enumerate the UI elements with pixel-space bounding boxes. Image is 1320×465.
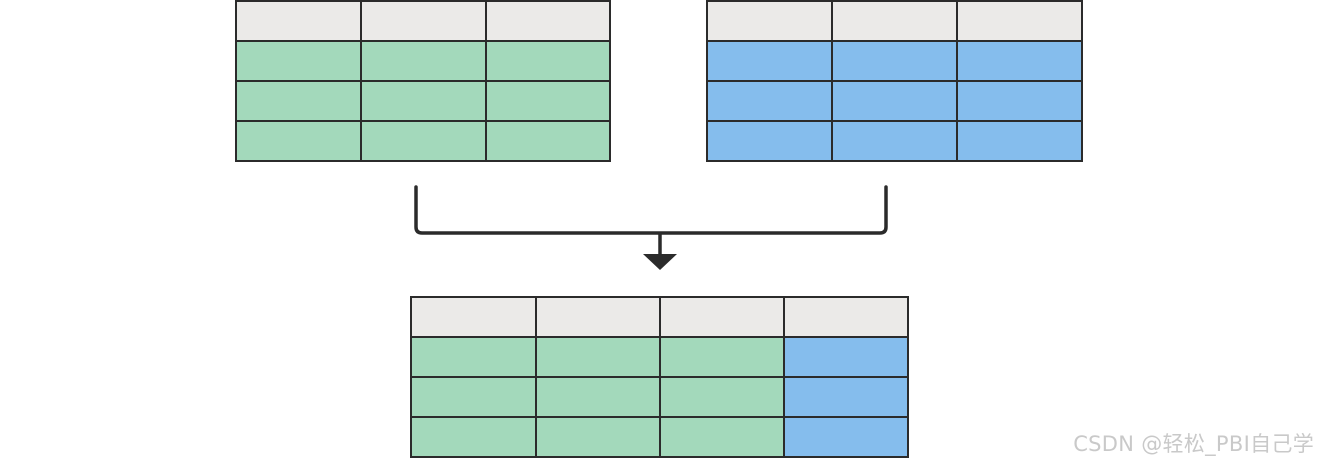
table-cell — [360, 80, 487, 122]
table-cell — [410, 336, 537, 378]
table-cell — [706, 120, 833, 162]
table-cell — [235, 40, 362, 82]
header-cell — [783, 296, 909, 338]
header-cell — [485, 0, 611, 42]
table-cell — [956, 40, 1083, 82]
header-cell — [235, 0, 362, 42]
table-cell — [783, 376, 909, 418]
table-cell — [485, 120, 611, 162]
table-cell — [535, 336, 661, 378]
table-cell — [659, 416, 785, 458]
table-cell — [706, 80, 833, 122]
table-cell — [410, 376, 537, 418]
header-cell — [956, 0, 1083, 42]
table-cell — [659, 376, 785, 418]
table-cell — [235, 120, 362, 162]
merge-connector — [414, 185, 888, 270]
table-cell — [783, 336, 909, 378]
left-source-table — [235, 0, 611, 162]
table-cell — [956, 120, 1083, 162]
table-cell — [360, 40, 487, 82]
table-cell — [360, 120, 487, 162]
right-source-table — [706, 0, 1083, 162]
table-cell — [831, 80, 958, 122]
header-cell — [831, 0, 958, 42]
header-cell — [659, 296, 785, 338]
table-cell — [659, 336, 785, 378]
table-cell — [485, 80, 611, 122]
watermark: CSDN @轻松_PBI自己学 — [1073, 432, 1314, 456]
table-cell — [410, 416, 537, 458]
table-cell — [783, 416, 909, 458]
merge-bracket-line — [414, 185, 888, 235]
merged-result-table — [410, 296, 909, 458]
header-cell — [535, 296, 661, 338]
header-cell — [410, 296, 537, 338]
table-cell — [535, 376, 661, 418]
merge-down-arrow-icon — [643, 254, 677, 270]
table-cell — [831, 40, 958, 82]
table-cell — [956, 80, 1083, 122]
table-cell — [831, 120, 958, 162]
table-cell — [485, 40, 611, 82]
table-cell — [706, 40, 833, 82]
header-cell — [360, 0, 487, 42]
table-cell — [235, 80, 362, 122]
header-cell — [706, 0, 833, 42]
table-cell — [535, 416, 661, 458]
